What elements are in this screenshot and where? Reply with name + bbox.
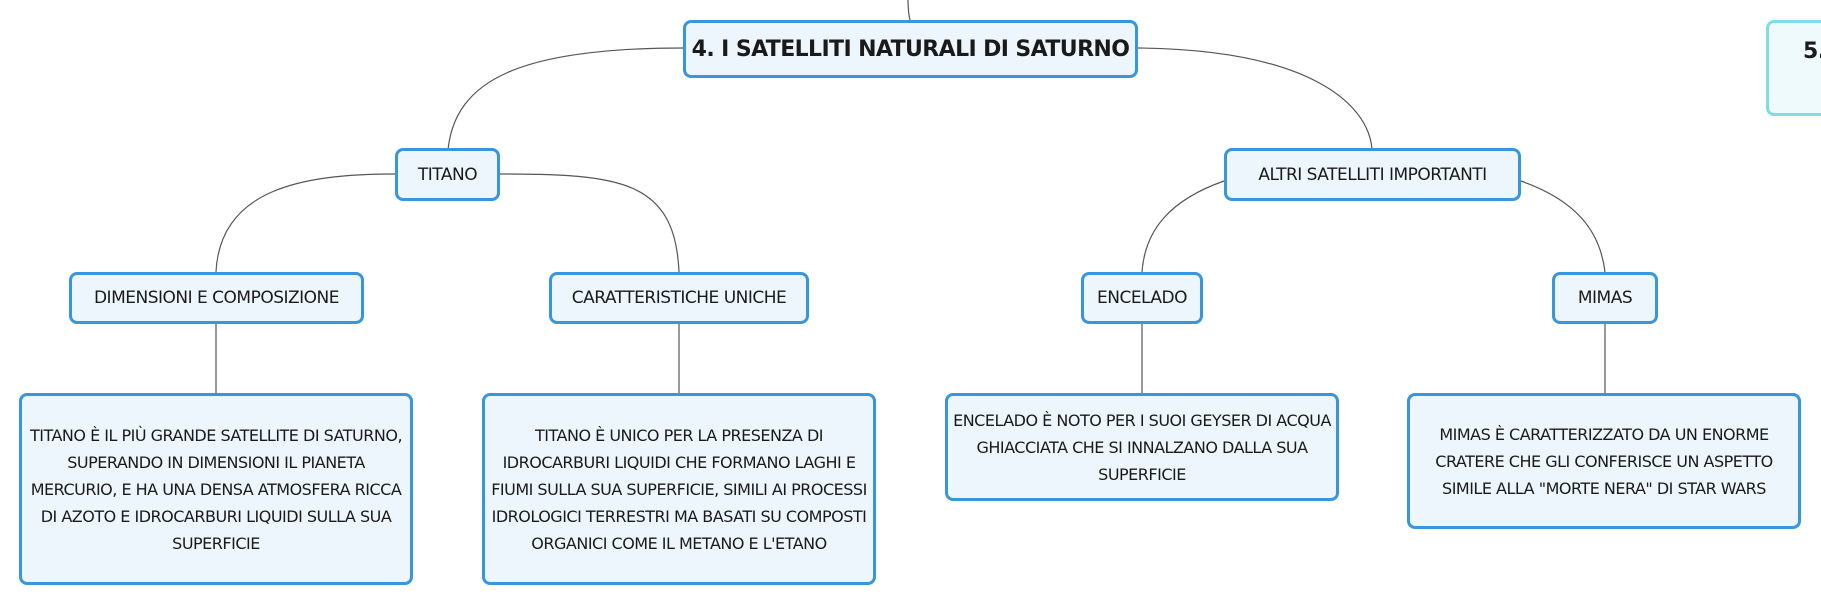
subtopic-node-mimas[interactable]: MIMAS: [1552, 272, 1658, 324]
connector-root-altri: [1137, 47, 1373, 151]
branch-node-titano[interactable]: TITANO: [395, 148, 500, 201]
subtopic-node-caratteristiche[interactable]: CARATTERISTICHE UNICHE: [549, 272, 809, 324]
subtopic-node-dimensioni[interactable]: DIMENSIONI E COMPOSIZIONE: [69, 272, 364, 324]
detail-node-encelado[interactable]: ENCELADO È NOTO PER I SUOI GEYSER DI ACQ…: [945, 393, 1339, 501]
connector-titano-caratteristiche: [499, 173, 680, 273]
connector-root-titano: [447, 47, 684, 151]
subtopic-node-encelado[interactable]: ENCELADO: [1081, 272, 1203, 324]
detail-node-mimas[interactable]: MIMAS È CARATTERIZZATO DA UN ENORME CRAT…: [1407, 393, 1801, 529]
next-topic-node[interactable]: 5.: [1766, 20, 1821, 116]
connector-root-parent: [907, 0, 911, 21]
connector-titano-dimensioni: [215, 173, 396, 273]
root-node[interactable]: 4. I SATELLITI NATURALI DI SATURNO: [683, 20, 1138, 78]
branch-node-altri-satelliti[interactable]: ALTRI SATELLITI IMPORTANTI: [1224, 148, 1521, 201]
detail-node-dimensioni[interactable]: TITANO È IL PIÙ GRANDE SATELLITE DI SATU…: [19, 393, 413, 585]
connector-altri-mimas: [1520, 180, 1606, 273]
connector-altri-encelado: [1141, 180, 1225, 273]
detail-node-caratteristiche[interactable]: TITANO È UNICO PER LA PRESENZA DI IDROCA…: [482, 393, 876, 585]
